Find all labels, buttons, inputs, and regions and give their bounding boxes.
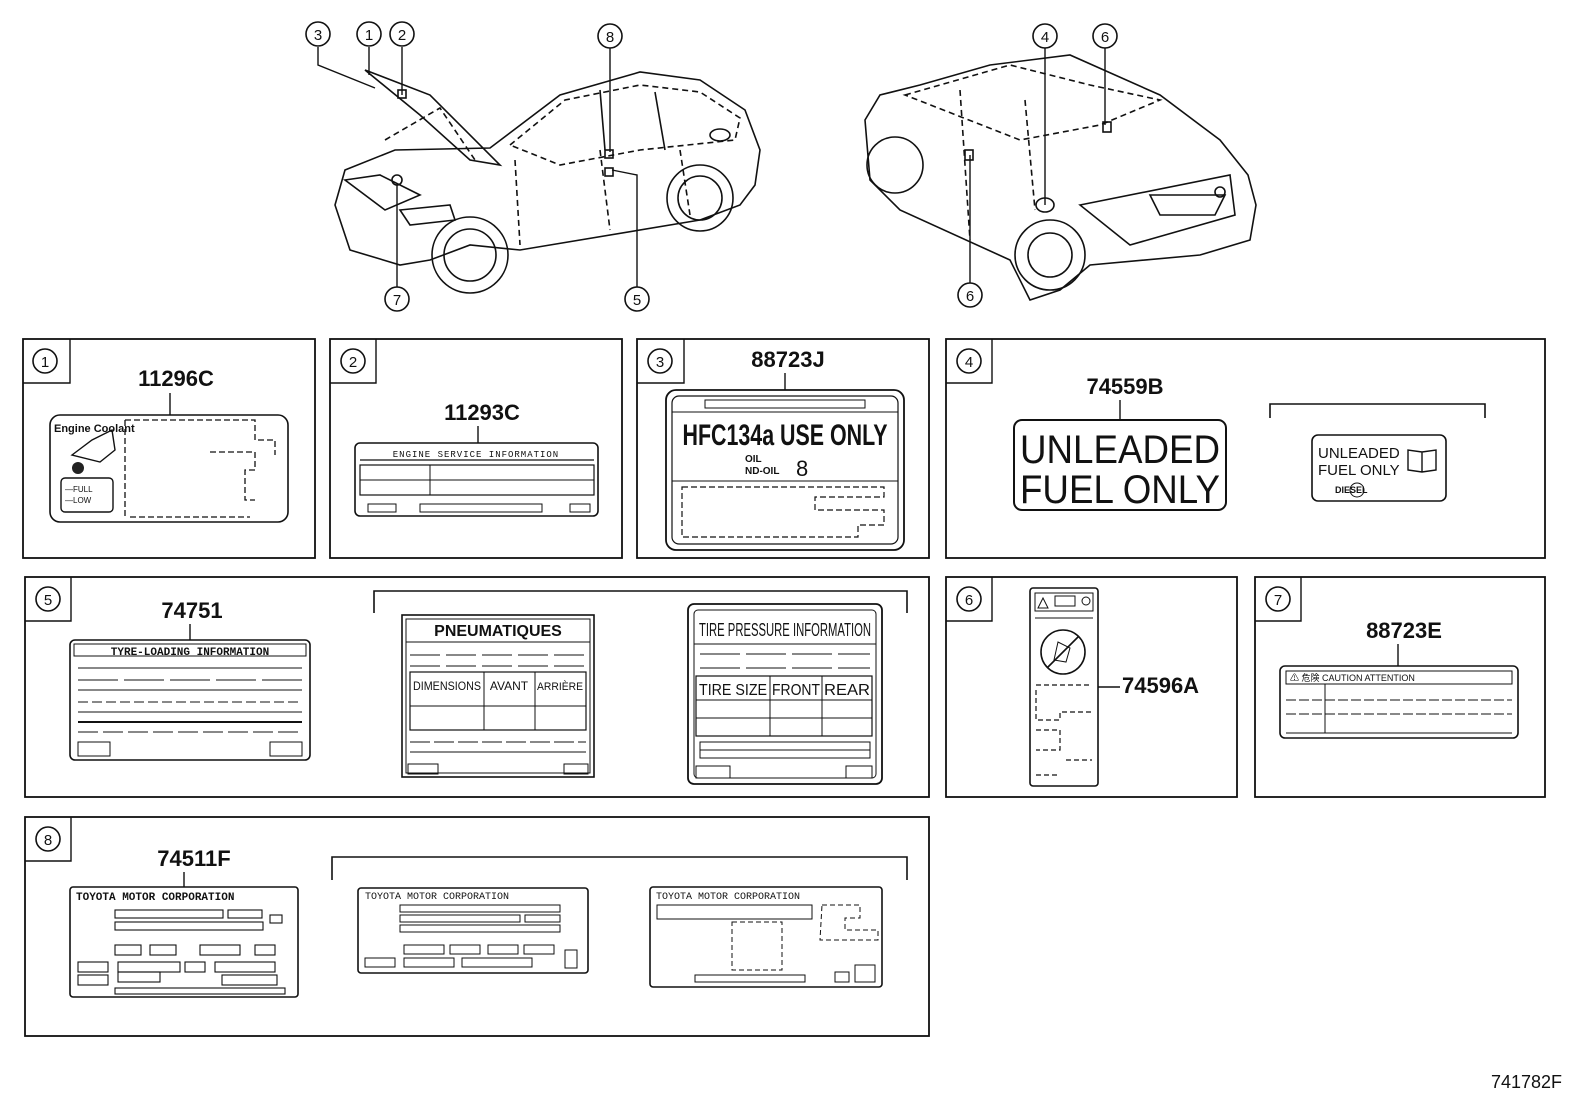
svg-text:ND-OIL: ND-OIL [745, 466, 779, 477]
callout-7-top: 7 [384, 286, 410, 312]
svg-text:TIRE SIZE: TIRE SIZE [699, 682, 767, 699]
panel-6: 6 74596A [945, 576, 1238, 798]
pneumatiques-label [401, 614, 595, 778]
svg-text:1: 1 [365, 27, 373, 44]
panel-7: 7 88723E ⚠ 危険 CAUTION ATTENTION [1254, 576, 1546, 798]
svg-text:TOYOTA MOTOR CORPORATION: TOYOTA MOTOR CORPORATION [656, 892, 800, 903]
svg-text:5: 5 [633, 292, 641, 309]
panel-3: 3 88723J HFC134a USE ONLY OIL ND-OIL 8 [636, 338, 930, 559]
svg-text:OIL: OIL [745, 454, 762, 465]
front-car-illustration [334, 69, 761, 294]
svg-text:DIMENSIONS: DIMENSIONS [413, 679, 481, 693]
part-number: 11296C [138, 366, 214, 391]
rear-car-illustration [864, 54, 1257, 301]
vin-plate-label-alt [357, 887, 589, 974]
low-mark: —LOW [65, 496, 92, 505]
callout-3-top: 3 [305, 21, 331, 47]
panel-number: 4 [965, 354, 973, 371]
engine-service-label [354, 442, 599, 517]
panel-8: 8 74511F TOYOTA MOTOR CORPORATION TOYOTA… [24, 816, 930, 1037]
part-number: 74559B [1086, 374, 1163, 399]
svg-text:REAR: REAR [824, 682, 870, 699]
svg-text:ARRIÈRE: ARRIÈRE [537, 680, 583, 693]
svg-text:3: 3 [314, 27, 322, 44]
panel-number: 1 [41, 354, 49, 371]
panel-number: 6 [965, 592, 973, 609]
callout-leaders [317, 47, 1106, 287]
callout-2-top: 2 [389, 21, 415, 47]
tyre-loading-label [69, 639, 311, 761]
callout-1-top: 1 [356, 21, 382, 47]
part-number: 74511F [157, 846, 230, 871]
unleaded-label-large [1013, 419, 1227, 511]
panel-number: 3 [656, 354, 664, 371]
panel-5: 5 74751 TYRE-LOADING INFORMATION PNEUMAT… [24, 576, 930, 798]
callout-4-top: 4 [1032, 23, 1058, 49]
panel-1: 1 11296C Engine Coolant —FULL —LOW [22, 338, 316, 559]
ac-label [665, 389, 905, 551]
vin-plate-label [69, 886, 299, 998]
book-icon [1407, 449, 1437, 473]
svg-text:6: 6 [1101, 29, 1109, 46]
svg-text:FUEL ONLY: FUEL ONLY [1020, 468, 1220, 512]
svg-text:FUEL ONLY: FUEL ONLY [1318, 462, 1400, 479]
vin-plate-label-compact [649, 886, 883, 988]
callout-5-top: 5 [624, 286, 650, 312]
callout-8-top: 8 [597, 23, 623, 49]
tire-pressure-label [687, 603, 883, 785]
svg-text:TIRE PRESSURE INFORMATION: TIRE PRESSURE INFORMATION [699, 620, 871, 640]
callout-6-bottom: 6 [957, 282, 983, 308]
panel-number: 2 [349, 354, 357, 371]
unleaded-label-small [1311, 434, 1447, 502]
svg-text:PNEUMATIQUES: PNEUMATIQUES [434, 623, 562, 640]
callout-6-top: 6 [1092, 23, 1118, 49]
svg-text:DIESEL: DIESEL [1335, 485, 1368, 495]
panel-4: 4 74559B UNLEADED FUEL ONLY UNLEADED FUE… [945, 338, 1546, 559]
label-title: ENGINE SERVICE INFORMATION [393, 450, 559, 460]
part-number: 88723J [751, 347, 824, 372]
svg-text:6: 6 [966, 288, 974, 305]
svg-text:8: 8 [796, 456, 808, 481]
svg-text:4: 4 [1041, 29, 1049, 46]
svg-text:TOYOTA MOTOR CORPORATION: TOYOTA MOTOR CORPORATION [76, 892, 234, 904]
panel-number: 8 [44, 832, 52, 849]
svg-text:UNLEADED: UNLEADED [1318, 445, 1400, 462]
svg-text:TYRE-LOADING INFORMATION: TYRE-LOADING INFORMATION [111, 647, 269, 659]
panel-2: 2 11293C ENGINE SERVICE INFORMATION [329, 338, 623, 559]
full-mark: —FULL [65, 485, 93, 494]
part-number: 88723E [1366, 618, 1442, 643]
svg-text:8: 8 [606, 29, 614, 46]
svg-text:⚠ 危険 CAUTION ATTENTION: ⚠ 危険 CAUTION ATTENTION [1290, 672, 1415, 683]
svg-text:AVANT: AVANT [490, 679, 529, 693]
part-number: 74596A [1122, 673, 1199, 698]
part-number: 74751 [161, 598, 222, 623]
svg-text:UNLEADED: UNLEADED [1020, 428, 1220, 472]
svg-text:TOYOTA MOTOR CORPORATION: TOYOTA MOTOR CORPORATION [365, 892, 509, 903]
svg-text:7: 7 [393, 292, 401, 309]
caution-label [1279, 665, 1519, 739]
refrigerant-text: HFC134a USE ONLY [683, 419, 888, 452]
panel-number: 5 [44, 592, 52, 609]
part-number: 11293C [444, 400, 520, 425]
panel-number: 7 [1274, 592, 1282, 609]
label-title: Engine Coolant [54, 423, 135, 435]
svg-text:FRONT: FRONT [772, 682, 820, 699]
coolant-label [49, 414, 289, 523]
diagram-id: 741782F [1491, 1072, 1562, 1092]
svg-text:2: 2 [398, 27, 406, 44]
